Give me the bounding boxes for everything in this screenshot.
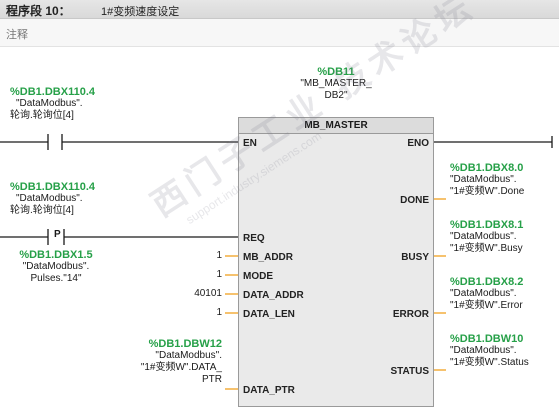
pin-data-len[interactable]: DATA_LEN (243, 309, 295, 320)
busy-db: "DataModbus". (450, 231, 517, 242)
mb-master-block[interactable]: MB_MASTER EN REQ MB_ADDR MODE DATA_ADDR … (238, 117, 434, 407)
contact-2-db: "DataModbus". (16, 193, 83, 204)
data-len-value[interactable]: 1 (216, 307, 222, 318)
data-ptr-operand[interactable]: %DB1.DBW12 "DataModbus". "1#变频W".DATA_ P… (110, 338, 222, 386)
pin-en[interactable]: EN (243, 138, 257, 149)
error-tag: "1#变频W".Error (450, 300, 523, 311)
mode-value[interactable]: 1 (216, 269, 222, 280)
edge-memory-tag: Pulses."14" (30, 273, 82, 284)
status-db: "DataModbus". (450, 345, 517, 356)
pin-busy[interactable]: BUSY (401, 252, 429, 263)
done-address: %DB1.DBX8.0 (450, 162, 524, 174)
busy-tag: "1#变频W".Busy (450, 243, 523, 254)
pin-mode[interactable]: MODE (243, 271, 273, 282)
contact-2-address: %DB1.DBX110.4 (10, 181, 95, 193)
error-address: %DB1.DBX8.2 (450, 276, 524, 288)
mb-addr-value[interactable]: 1 (216, 250, 222, 261)
instance-db-name-line1: "MB_MASTER_ (300, 78, 372, 89)
pin-req[interactable]: REQ (243, 233, 265, 244)
edge-memory-db: "DataModbus". (22, 261, 90, 272)
edge-contact-type: P (54, 229, 61, 240)
instance-db-label[interactable]: %DB11 "MB_MASTER_ DB2" (296, 66, 376, 102)
instance-db-address: %DB11 (317, 66, 355, 78)
pin-error[interactable]: ERROR (392, 309, 429, 320)
done-tag: "1#变频W".Done (450, 186, 525, 197)
pin-data-addr[interactable]: DATA_ADDR (243, 290, 304, 301)
error-db: "DataModbus". (450, 288, 517, 299)
data-addr-value[interactable]: 40101 (194, 288, 222, 299)
pin-done[interactable]: DONE (400, 195, 429, 206)
data-ptr-tag: "1#变频W".DATA_ (140, 362, 222, 373)
segment-number: 程序段 10： (6, 4, 71, 18)
status-address: %DB1.DBW10 (450, 333, 524, 345)
status-tag: "1#变频W".Status (450, 357, 529, 368)
error-operand[interactable]: %DB1.DBX8.2 "DataModbus". "1#变频W".Error (450, 276, 523, 312)
data-ptr-db: "DataModbus". (155, 350, 222, 361)
segment-comment[interactable]: 注释 (6, 29, 28, 41)
data-ptr-tag-cont: PTR (202, 374, 222, 385)
contact-2-operand[interactable]: %DB1.DBX110.4 "DataModbus". 轮询.轮询位[4] (10, 181, 95, 217)
contact-1-db: "DataModbus". (16, 98, 83, 109)
contact-2-tag: 轮询.轮询位[4] (10, 205, 74, 216)
instance-db-name-line2: DB2" (324, 90, 348, 101)
segment-comment-row[interactable]: 注释 (0, 19, 559, 47)
pin-data-ptr[interactable]: DATA_PTR (243, 385, 295, 396)
pin-mb-addr[interactable]: MB_ADDR (243, 252, 293, 263)
pin-eno[interactable]: ENO (407, 138, 429, 149)
contact-1-address: %DB1.DBX110.4 (10, 86, 95, 98)
edge-memory-address: %DB1.DBX1.5 (19, 249, 93, 261)
contact-1-operand[interactable]: %DB1.DBX110.4 "DataModbus". 轮询.轮询位[4] (10, 86, 95, 122)
contact-1-tag: 轮询.轮询位[4] (10, 110, 74, 121)
done-operand[interactable]: %DB1.DBX8.0 "DataModbus". "1#变频W".Done (450, 162, 524, 198)
data-ptr-address: %DB1.DBW12 (148, 338, 222, 350)
status-operand[interactable]: %DB1.DBW10 "DataModbus". "1#变频W".Status (450, 333, 529, 369)
pin-status[interactable]: STATUS (390, 366, 429, 377)
edge-memory-operand[interactable]: %DB1.DBX1.5 "DataModbus". Pulses."14" (6, 249, 106, 285)
segment-title[interactable]: 1#变频速度设定 (101, 6, 180, 18)
busy-operand[interactable]: %DB1.DBX8.1 "DataModbus". "1#变频W".Busy (450, 219, 523, 255)
done-db: "DataModbus". (450, 174, 517, 185)
segment-header[interactable]: 程序段 10： 1#变频速度设定 (0, 0, 559, 19)
busy-address: %DB1.DBX8.1 (450, 219, 524, 231)
block-name: MB_MASTER (239, 118, 433, 134)
